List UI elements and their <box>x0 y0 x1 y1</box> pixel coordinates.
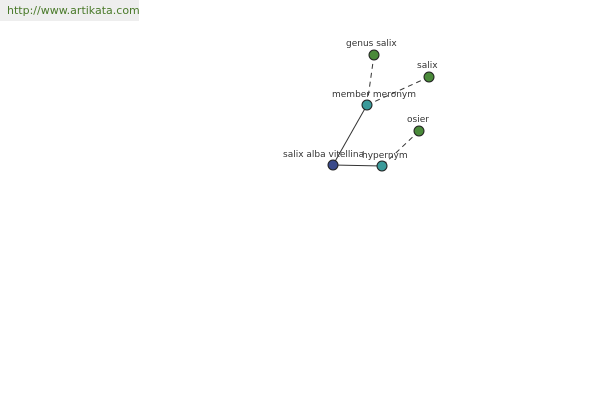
node-salix-alba-vitellina-dot[interactable] <box>327 159 339 171</box>
node-osier-label: osier <box>407 115 429 125</box>
node-salix-label: salix <box>417 61 438 71</box>
node-member-meronym[interactable]: member meronym <box>332 90 416 111</box>
node-hypernym[interactable]: hypernym <box>362 151 408 172</box>
node-salix[interactable]: salix <box>417 61 438 83</box>
node-salix-alba-vitellina[interactable]: salix alba vitellina <box>283 150 364 171</box>
edge-member-meronym-salix-alba-vitellina <box>332 104 368 166</box>
node-genus-salix-label: genus salix <box>346 39 397 49</box>
node-salix-dot[interactable] <box>423 71 435 83</box>
node-salix-alba-vitellina-label: salix alba vitellina <box>283 150 364 160</box>
node-osier-dot[interactable] <box>413 125 425 137</box>
watermark-url: http://www.artikata.com <box>7 4 140 17</box>
node-member-meronym-dot[interactable] <box>361 99 373 111</box>
node-osier[interactable]: osier <box>407 115 429 137</box>
node-genus-salix[interactable]: genus salix <box>346 39 397 61</box>
edge-salix-member-meronym <box>366 76 430 106</box>
edge-salix-alba-vitellina-hypernym <box>332 164 383 167</box>
node-hypernym-label: hypernym <box>362 151 408 161</box>
watermark-bar: http://www.artikata.com <box>0 0 140 21</box>
node-member-meronym-label: member meronym <box>332 90 416 100</box>
node-hypernym-dot[interactable] <box>376 160 388 172</box>
node-genus-salix-dot[interactable] <box>368 49 380 61</box>
